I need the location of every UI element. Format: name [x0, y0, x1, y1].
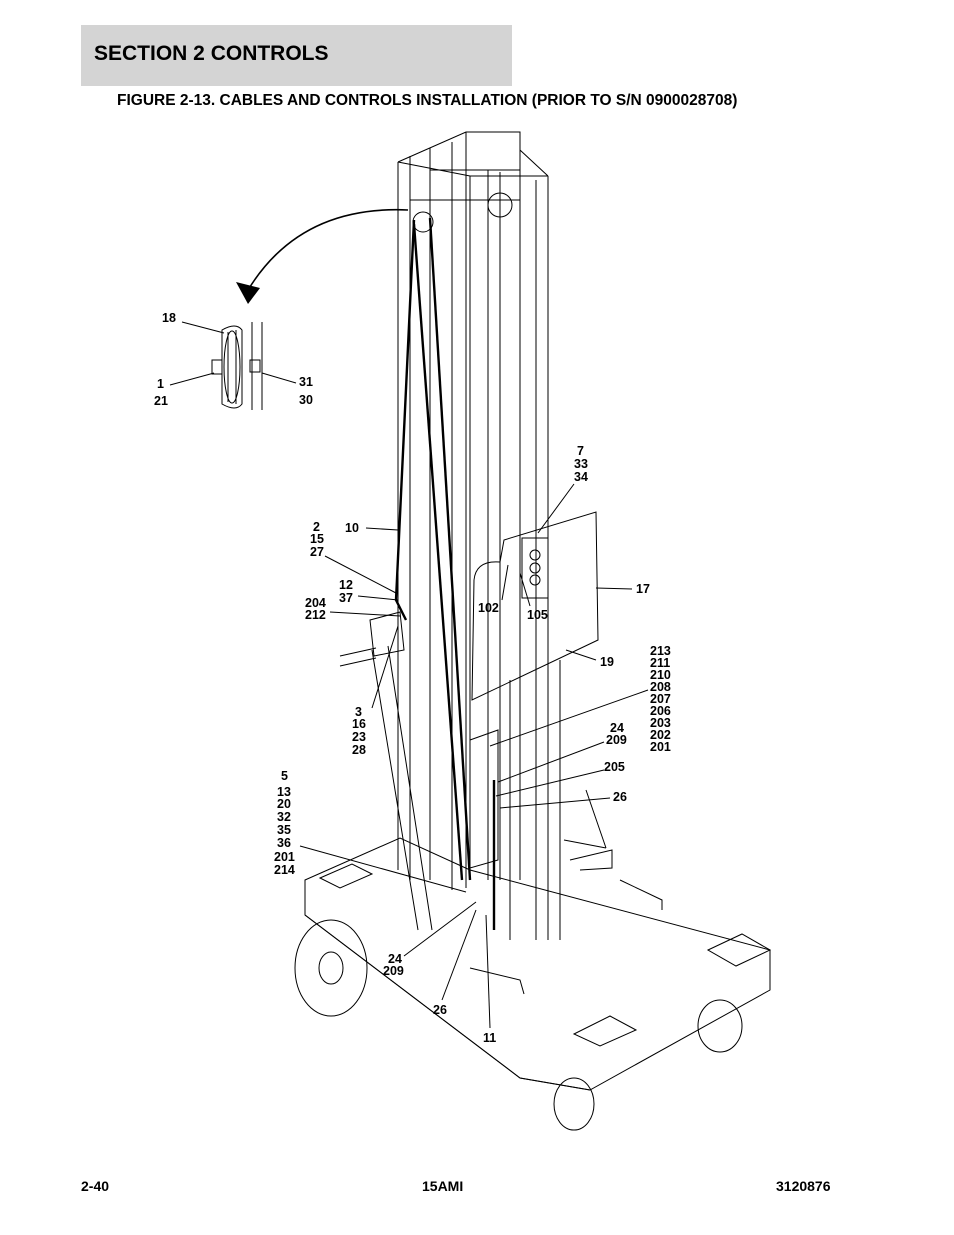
callout-7: 7	[577, 444, 584, 458]
callout-202: 202	[650, 728, 671, 742]
callout-34: 34	[574, 470, 588, 484]
callout-36: 36	[277, 836, 291, 850]
footer-page-number: 2-40	[81, 1178, 110, 1194]
callout-201: 201	[650, 740, 671, 754]
callout-20: 20	[277, 797, 291, 811]
callout-203: 203	[650, 716, 671, 730]
callout-212: 212	[305, 608, 326, 622]
cable-left	[394, 219, 416, 621]
figure-title: FIGURE 2-13. CABLES AND CONTROLS INSTALL…	[117, 92, 738, 109]
section-title: SECTION 2 CONTROLS	[94, 42, 329, 65]
footer-model: 15AMI	[422, 1178, 464, 1194]
callout-18: 18	[162, 311, 176, 325]
callout-16: 16	[352, 717, 366, 731]
callout-204: 204	[305, 596, 326, 610]
callout-11: 11	[483, 1031, 496, 1045]
callout-3: 3	[355, 705, 362, 719]
callout-27: 27	[310, 545, 324, 559]
callout-35: 35	[277, 823, 291, 837]
callout-21: 21	[154, 394, 168, 408]
callout-28: 28	[352, 743, 366, 757]
callout-32: 32	[277, 810, 291, 824]
callout-26-upper: 26	[613, 790, 627, 804]
callout-206: 206	[650, 704, 671, 718]
callout-207: 207	[650, 692, 671, 706]
cable-center	[428, 217, 472, 881]
callout-15: 15	[310, 532, 324, 546]
detail-arrow	[247, 208, 409, 291]
callout-12: 12	[339, 578, 353, 592]
handle-bracket	[369, 611, 405, 657]
callout-213: 213	[650, 644, 671, 658]
section-header: SECTION 2 CONTROLS	[81, 25, 512, 86]
callout-37: 37	[339, 591, 353, 605]
leader-lines	[169, 321, 649, 1029]
callout-208: 208	[650, 680, 671, 694]
callout-24-upper: 24	[610, 721, 624, 735]
callout-5: 5	[281, 769, 288, 783]
footer-doc-number: 3120876	[776, 1178, 831, 1194]
callout-31: 31	[299, 375, 313, 389]
control-plate	[471, 511, 599, 701]
callout-209-lower: 209	[383, 964, 404, 978]
callout-2: 2	[313, 520, 320, 534]
callout-33: 33	[574, 457, 588, 471]
callout-210: 210	[650, 668, 671, 682]
mast	[397, 131, 549, 940]
callout-102: 102	[478, 601, 499, 615]
callout-26-lower: 26	[433, 1003, 447, 1017]
callout-211: 211	[650, 656, 670, 670]
callout-1: 1	[157, 377, 164, 391]
callout-205: 205	[604, 760, 625, 774]
pulley-detail	[211, 322, 263, 410]
callout-17: 17	[636, 582, 650, 596]
callout-13: 13	[277, 785, 291, 799]
callout-23: 23	[352, 730, 366, 744]
callout-105: 105	[527, 608, 548, 622]
callout-19: 19	[600, 655, 614, 669]
switch-box	[469, 729, 499, 869]
callout-214: 214	[274, 863, 295, 877]
callout-24-lower: 24	[388, 952, 402, 966]
callout-201-lower: 201	[274, 850, 295, 864]
callout-209-upper: 209	[606, 733, 627, 747]
arrow-head-icon	[236, 282, 260, 304]
cable-center-2	[412, 223, 464, 881]
callout-10: 10	[345, 521, 359, 535]
base-frame	[294, 789, 772, 1131]
callout-30: 30	[299, 393, 313, 407]
